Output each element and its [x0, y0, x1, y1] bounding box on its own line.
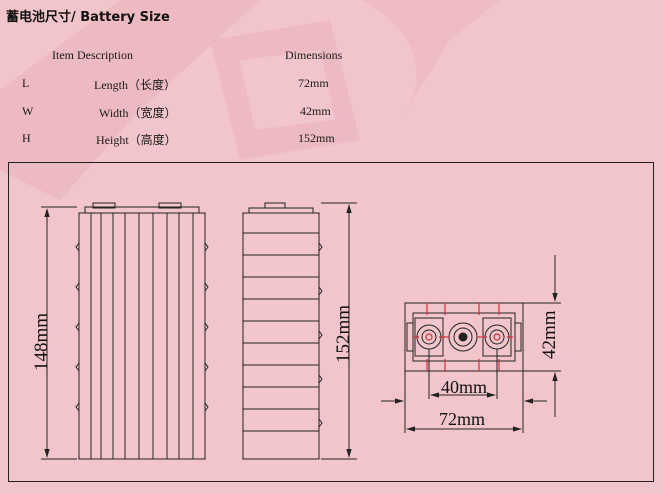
page-title: 蓄电池尺寸/ Battery Size — [6, 10, 170, 25]
row-length-value: 72mm — [298, 76, 329, 90]
top-width-dimension — [381, 371, 547, 433]
top-view-body — [404, 302, 524, 372]
front-view — [75, 202, 209, 460]
top-view — [404, 302, 524, 372]
terminal-spacing-dimension — [428, 349, 498, 399]
front-side-notches-left — [75, 242, 80, 412]
row-width-name: Width（宽度） — [99, 106, 177, 120]
row-width-value: 42mm — [300, 104, 331, 118]
row-height-name: Height（高度） — [96, 133, 177, 147]
header-item-description: Item Description — [52, 48, 133, 62]
watermark-shape-right — [360, 0, 500, 120]
header-dimensions: Dimensions — [285, 48, 343, 62]
row-height-value: 152mm — [298, 131, 335, 145]
top-depth-label: 42mm — [539, 310, 560, 359]
terminal-left-outer — [416, 324, 442, 350]
side-view-body — [242, 212, 320, 460]
row-width-code: W — [22, 104, 34, 118]
top-view-lug-right — [514, 322, 522, 352]
side-view-cap — [248, 207, 314, 214]
side-view — [242, 202, 323, 460]
drawing-svg: 148mm 152mm — [31, 202, 561, 460]
side-terminal — [264, 202, 286, 209]
terminal-right-outer — [484, 324, 510, 350]
side-height-label: 152mm — [333, 305, 354, 363]
technical-drawing: 148mm 152mm — [8, 162, 654, 482]
watermark-shape-center — [210, 20, 360, 160]
row-length-code: L — [22, 76, 30, 90]
row-height-code: H — [22, 131, 31, 145]
top-width-label: 72mm — [439, 409, 485, 429]
front-height-dimension — [41, 206, 77, 460]
front-terminal-left — [92, 202, 116, 209]
front-view-cap — [84, 206, 200, 214]
front-view-body — [78, 212, 206, 460]
top-depth-dimension — [523, 255, 561, 417]
front-terminal-right — [158, 202, 182, 209]
front-side-notches-right — [204, 242, 209, 412]
side-height-dimension — [321, 202, 357, 460]
front-height-label: 148mm — [31, 313, 52, 371]
top-view-lug-left — [406, 322, 414, 352]
row-length-name: Length（长度） — [94, 78, 176, 92]
terminal-spacing-label: 40mm — [441, 377, 487, 397]
terminal-accents — [413, 303, 513, 371]
